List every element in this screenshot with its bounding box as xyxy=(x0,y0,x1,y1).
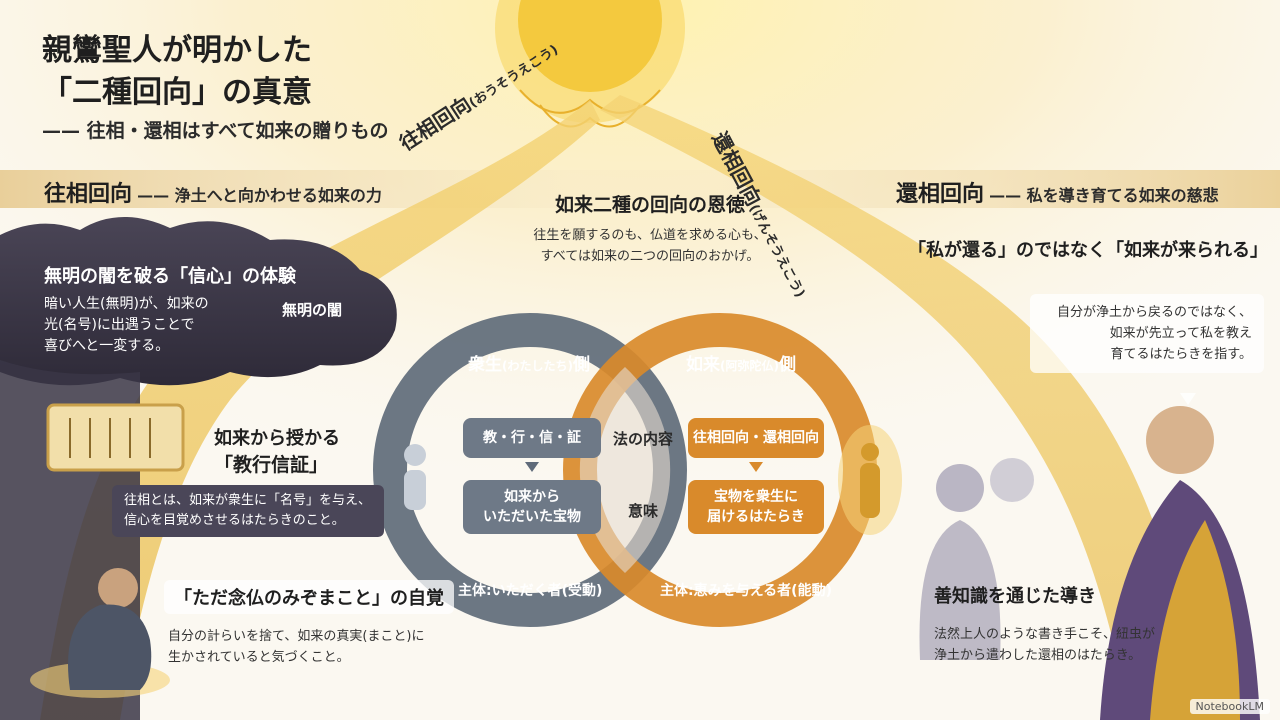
venn-right-footer: 主体:恵みを与える者(能動) xyxy=(660,583,832,599)
center-text-2: すべては如来の二つの回向のおかげ。 xyxy=(540,249,760,264)
right-quote-text-3: 育てるはたらきを指す。 xyxy=(1110,347,1252,362)
scroll-icon xyxy=(46,403,185,472)
notebooklm-watermark: NotebookLM xyxy=(1189,699,1270,714)
shinjin-heading: 無明の闇を破る「信心」の体験 xyxy=(44,266,296,287)
right-quote-text-2: 如来が先立って私を教え xyxy=(1109,326,1252,341)
venn-middle-top: 法の内容 xyxy=(612,430,673,448)
venn-left-label-main: 衆生 xyxy=(468,355,502,375)
venn-right-box-2: 宝物を衆生に 届けるはたらき xyxy=(688,480,824,534)
venn-left-box-2: 如来から いただいた宝物 xyxy=(463,480,601,534)
right-quote-text-1: 自分が浄土から戻るのではなく、 xyxy=(1056,305,1252,320)
right-quote-heading: 「私が還る」のではなく「如来が来られる」 xyxy=(908,240,1268,261)
venn-middle-bottom: 意味 xyxy=(627,502,658,520)
right-band-subtitle: —— 私を導き育てる如来の慈悲 xyxy=(989,186,1219,205)
center-text-1: 往生を願するのも、仏道を求める心も、 xyxy=(533,228,767,243)
zenchishiki-text-2: 浄土から遣わした還相のはたらき。 xyxy=(934,648,1142,663)
kyogyo-text-box: 往相とは、如来が衆生に「名号」を与え、 信心を目覚めさせるはたらきのこと。 xyxy=(112,485,384,537)
venn-right-box-2-line1: 宝物を衆生に xyxy=(714,489,798,505)
teacher-figures xyxy=(919,406,1260,720)
kyogyo-text-2: 信心を目覚めさせるはたらきのこと。 xyxy=(124,513,345,528)
venn-right-box-2-line2: 届けるはたらき xyxy=(707,509,805,525)
venn-right-label-small: (阿弥陀仏) xyxy=(720,359,779,373)
venn-left-label-suffix: 側 xyxy=(572,355,590,375)
venn-left-label: 衆生(わたしたち)側 xyxy=(468,350,590,375)
page-subtitle: —— 往相・還相はすべて如来の贈りもの xyxy=(42,120,389,142)
shinjin-block: 無明の闇を破る「信心」の体験 暗い人生(無明)が、如来の 光(名号)に出遇うこと… xyxy=(44,262,296,357)
venn-left-footer: 主体:いただく者(受動) xyxy=(458,583,603,599)
left-band-heading: 往相回向 —— 浄土へと向かわせる如来の力 xyxy=(44,176,382,208)
right-quote-bubble: 自分が浄土から戻るのではなく、 如来が先立って私を教え 育てるはたらきを指す。 xyxy=(1030,294,1264,373)
praying-monk xyxy=(30,568,170,698)
right-arrow xyxy=(749,462,763,472)
center-block: 如来二種の回向の恩徳 往生を願するのも、仏道を求める心も、 すべては如来の二つの… xyxy=(520,190,780,267)
cloud-label: 無明の闇 xyxy=(282,301,343,319)
shinjin-text-1: 暗い人生(無明)が、如来の xyxy=(44,296,209,312)
shinjin-text-2: 光(名号)に出遇うことで xyxy=(44,317,195,333)
venn-right-label-main: 如来 xyxy=(686,355,720,375)
title-line2: 「二種回向」の真意 xyxy=(42,75,312,110)
venn-left-box-2-line1: 如来から xyxy=(504,489,560,505)
kyogyo-heading-2: 「教行信証」 xyxy=(214,454,329,476)
left-band-subtitle: —— 浄土へと向かわせる如来の力 xyxy=(137,186,382,205)
venn-left-box-1: 教・行・信・証 xyxy=(463,418,601,458)
kyogyo-text-1: 往相とは、如来が衆生に「名号」を与え、 xyxy=(124,493,372,508)
right-band-heading: 還相回向 —— 私を導き育てる如来の慈悲 xyxy=(896,176,1219,208)
kyogyo-heading: 如来から授かる 「教行信証」 xyxy=(214,424,340,477)
title-line1: 親鸞聖人が明かした xyxy=(42,33,312,68)
nembutsu-text-1: 自分の計らいを捨て、如来の真実(まこと)に xyxy=(168,629,425,644)
venn-left-label-small: (わたしたち) xyxy=(502,359,573,373)
nembutsu-heading: 「ただ念仏のみぞまこと」の自覚 xyxy=(174,588,444,609)
kyogyo-heading-1: 如来から授かる xyxy=(214,428,340,449)
venn-right-label: 如来(阿弥陀仏)側 xyxy=(686,350,796,375)
center-heading: 如来二種の回向の恩徳 xyxy=(554,194,745,216)
nembutsu-text-2: 生かされていると気づくこと。 xyxy=(168,650,350,665)
buddha-icon xyxy=(838,425,902,535)
zenchishiki-text-1: 法然上人のような書き手こそ、紐虫が xyxy=(934,627,1156,642)
venn-left-box-2-line2: いただいた宝物 xyxy=(483,509,581,525)
shinjin-text-3: 喜びへと一変する。 xyxy=(44,338,170,354)
right-band-title: 還相回向 xyxy=(896,182,985,207)
nembutsu-heading-box: 「ただ念仏のみぞまこと」の自覚 xyxy=(164,580,454,614)
zenchishiki-heading: 善知識を通じた導き xyxy=(934,586,1096,607)
page-title: 親鸞聖人が明かした 「二種回向」の真意 xyxy=(42,30,312,114)
zenchishiki-text: 法然上人のような書き手こそ、紐虫が 浄土から遣わした還相のはたらき。 xyxy=(934,624,1155,666)
nembutsu-text: 自分の計らいを捨て、如来の真実(まこと)に 生かされていると気づくこと。 xyxy=(168,626,425,668)
left-arrow xyxy=(525,462,539,472)
person-icon xyxy=(404,444,426,510)
left-band-title: 往相回向 xyxy=(44,182,133,207)
venn-right-label-suffix: 側 xyxy=(778,355,796,375)
venn-right-box-1: 往相回向・還相回向 xyxy=(688,418,824,458)
